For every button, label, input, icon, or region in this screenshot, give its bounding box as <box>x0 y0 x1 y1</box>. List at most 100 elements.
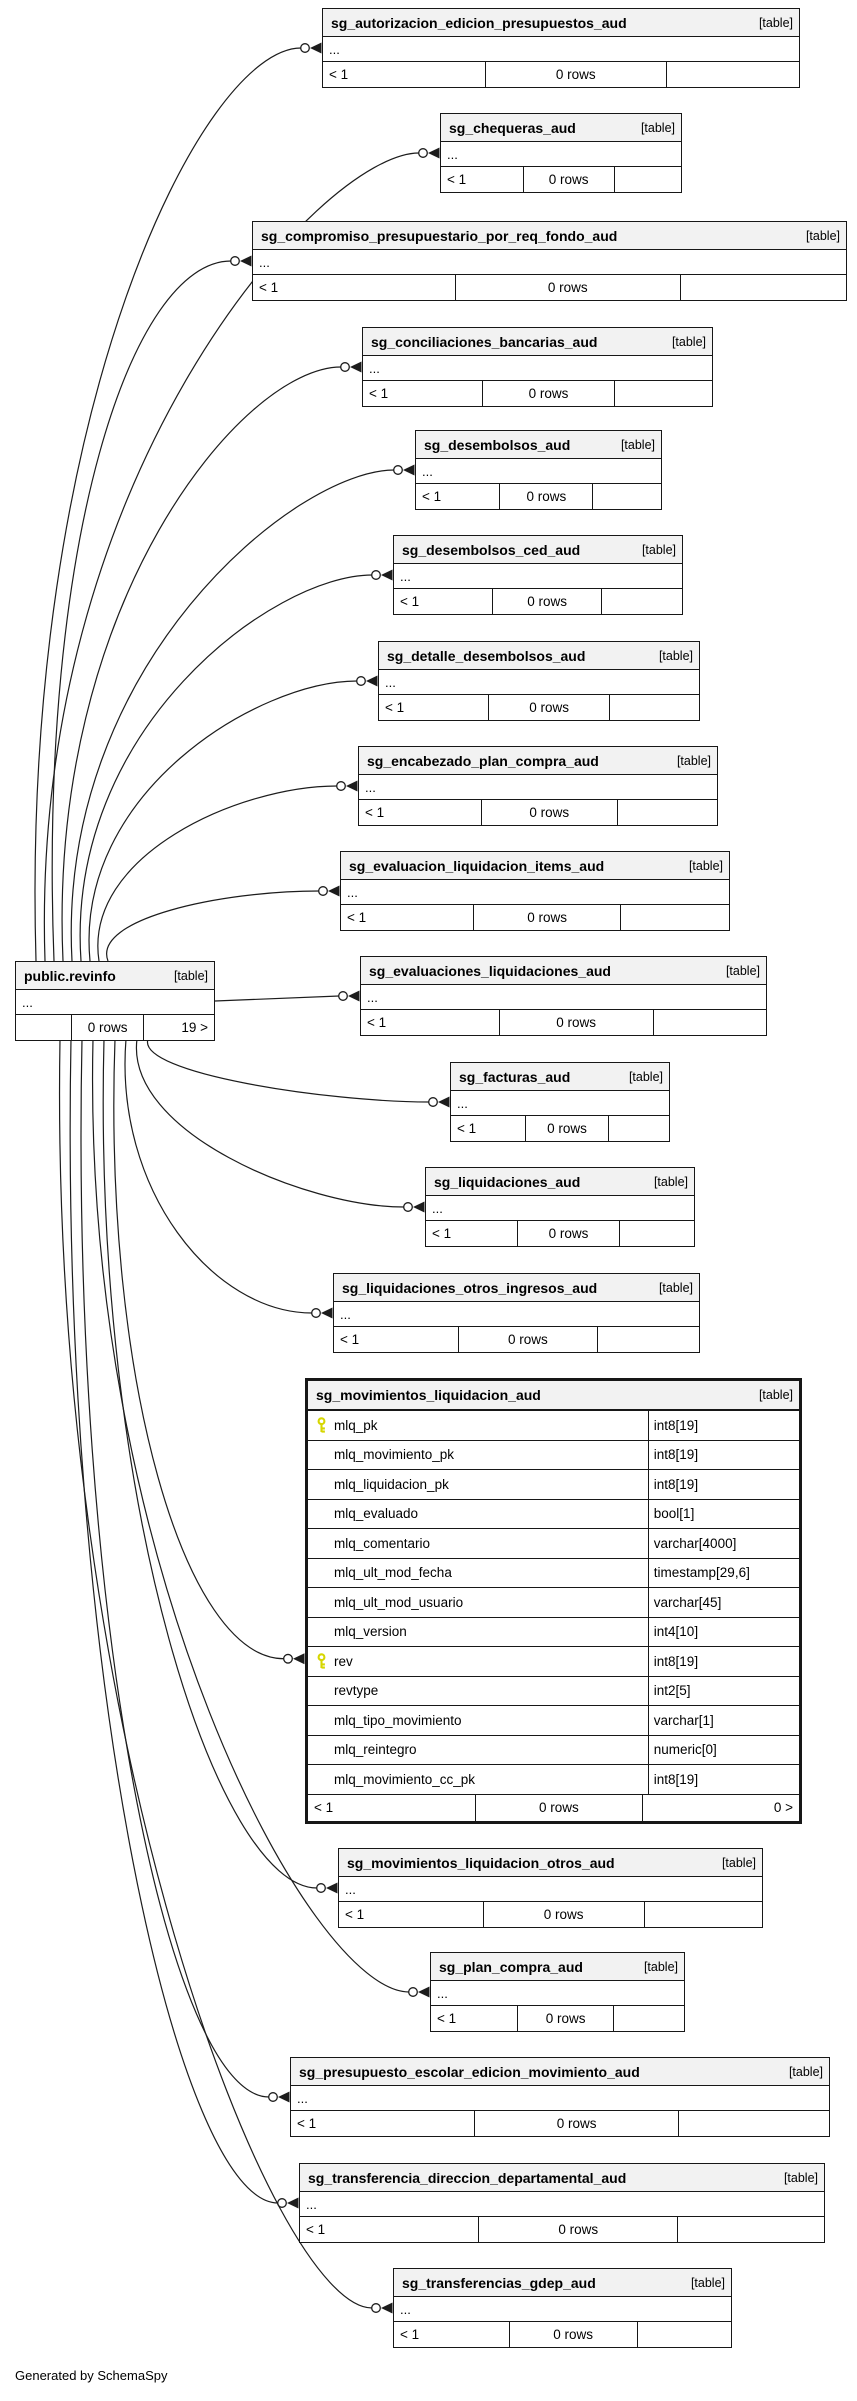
table-sg-movimientos-liquidacion-otros-aud: sg_movimientos_liquidacion_otros_aud[tab… <box>338 1848 763 1928</box>
column-name: rev <box>334 1653 353 1669</box>
column-name: mlq_ult_mod_usuario <box>334 1594 464 1610</box>
zero-or-one-connector <box>230 256 240 266</box>
table-type-badge: [table] <box>640 120 675 135</box>
children-count-cell <box>614 381 712 406</box>
table-name-link-sg-presupuesto-escolar-edicion-movimiento-aud[interactable]: sg_presupuesto_escolar_edicion_movimient… <box>299 2063 640 2080</box>
collapsed-columns-row: ... <box>394 2297 731 2322</box>
relationship-edge <box>34 47 302 962</box>
primary-key-cell <box>308 1653 334 1669</box>
crows-foot-connector <box>346 780 358 792</box>
table-name-link-sg-liquidaciones-aud[interactable]: sg_liquidaciones_aud <box>434 1173 581 1190</box>
collapsed-columns-row: ... <box>426 1196 694 1221</box>
table-name-link-sg-transferencias-gdep-aud[interactable]: sg_transferencias_gdep_aud <box>402 2274 596 2291</box>
table-name-link-sg-movimientos-liquidacion-aud[interactable]: sg_movimientos_liquidacion_aud <box>316 1387 541 1403</box>
table-name-link-sg-plan-compra-aud[interactable]: sg_plan_compra_aud <box>439 1958 583 1975</box>
children-count-cell <box>652 1010 766 1035</box>
relationship-edge <box>102 1038 318 1889</box>
table-name-link-sg-detalle-desembolsos-aud[interactable]: sg_detalle_desembolsos_aud <box>387 647 586 664</box>
children-count-cell <box>596 1327 699 1352</box>
table-stats-row: < 1 0 rows <box>416 484 661 509</box>
table-header: sg_detalle_desembolsos_aud[table] <box>379 642 699 670</box>
fk-count-cell: < 1 <box>437 2011 457 2026</box>
table-type-badge: [table] <box>758 1388 793 1402</box>
table-name-link-sg-encabezado-plan-compra-aud[interactable]: sg_encabezado_plan_compra_aud <box>367 752 599 769</box>
table-name-link-sg-evaluaciones-liquidaciones-aud[interactable]: sg_evaluaciones_liquidaciones_aud <box>369 962 611 979</box>
fk-count-cell: < 1 <box>422 489 442 504</box>
table-name-link-sg-chequeras-aud[interactable]: sg_chequeras_aud <box>449 119 576 136</box>
zero-or-one-connector <box>418 148 428 158</box>
column-name: mlq_movimiento_cc_pk <box>334 1771 476 1787</box>
row-count-cell: 0 rows <box>482 1902 644 1927</box>
table-type-badge: [table] <box>641 542 676 557</box>
zero-or-one-connector <box>316 1883 326 1893</box>
children-count-cell <box>665 62 799 87</box>
table-name-link-sg-evaluacion-liquidacion-items-aud[interactable]: sg_evaluacion_liquidacion_items_aud <box>349 857 605 874</box>
table-header: public.revinfo[table] <box>16 962 214 990</box>
table-sg-autorizacion-edicion-presupuestos-aud: sg_autorizacion_edicion_presupuestos_aud… <box>322 8 800 88</box>
row-count-cell: 0 rows <box>474 1794 642 1821</box>
crows-foot-connector <box>293 1653 305 1665</box>
row-count-cell: 0 rows <box>498 1010 653 1035</box>
zero-or-one-connector <box>403 1202 413 1212</box>
table-header: sg_desembolsos_aud[table] <box>416 431 661 459</box>
table-header: sg_plan_compra_aud[table] <box>431 1953 684 1981</box>
table-name-link-sg-transferencia-direccion-departamental-aud[interactable]: sg_transferencia_direccion_departamental… <box>308 2169 627 2186</box>
table-name-link-sg-conciliaciones-bancarias-aud[interactable]: sg_conciliaciones_bancarias_aud <box>371 333 598 350</box>
collapsed-columns-row: ... <box>341 880 729 905</box>
children-count-cell <box>679 275 846 300</box>
collapsed-columns-row: ... <box>291 2086 829 2111</box>
table-name-link-sg-compromiso-presupuestario-por-req-fondo-aud[interactable]: sg_compromiso_presupuestario_por_req_fon… <box>261 227 618 244</box>
row-count-cell: 0 rows <box>487 695 610 720</box>
crows-foot-connector <box>278 2091 290 2103</box>
column-type: int8[19] <box>647 1411 799 1440</box>
children-count-cell <box>678 2111 829 2136</box>
relationship-edge <box>214 995 340 1002</box>
table-type-badge: [table] <box>783 2170 818 2185</box>
table-type-badge: [table] <box>788 2064 823 2079</box>
collapsed-columns-row: ... <box>431 1981 684 2006</box>
table-name-link-sg-liquidaciones-otros-ingresos-aud[interactable]: sg_liquidaciones_otros_ingresos_aud <box>342 1279 598 1296</box>
table-name-link-sg-facturas-aud[interactable]: sg_facturas_aud <box>459 1068 571 1085</box>
column-name: mlq_evaluado <box>334 1506 419 1522</box>
table-header: sg_presupuesto_escolar_edicion_movimient… <box>291 2058 829 2086</box>
row-count-cell: 0 rows <box>458 1327 597 1352</box>
relationship-edge <box>58 1038 373 2309</box>
children-count-cell <box>620 905 729 930</box>
column-name: mlq_tipo_movimiento <box>334 1712 462 1728</box>
zero-or-one-connector <box>311 1308 321 1318</box>
collapsed-columns-row: ... <box>441 142 681 167</box>
column-row-mlq-movimiento-cc-pk: mlq_movimiento_cc_pk int8[19] <box>308 1765 799 1795</box>
table-name-link-sg-autorizacion-edicion-presupuestos-aud[interactable]: sg_autorizacion_edicion_presupuestos_aud <box>331 14 627 31</box>
column-name: mlq_comentario <box>334 1535 431 1551</box>
column-type: int8[19] <box>647 1765 799 1794</box>
row-count-cell: 0 rows <box>499 484 592 509</box>
table-header: sg_chequeras_aud [table] <box>441 114 681 142</box>
fk-count-cell: < 1 <box>369 386 389 401</box>
fk-count-cell: < 1 <box>447 172 467 187</box>
table-name-link-sg-desembolsos-aud[interactable]: sg_desembolsos_aud <box>424 436 571 453</box>
relationship-edge <box>136 1038 405 1208</box>
table-header: sg_movimientos_liquidacion_aud [table] <box>308 1381 799 1411</box>
zero-or-one-connector <box>336 781 346 791</box>
collapsed-columns-row: ... <box>416 459 661 484</box>
table-name-link-sg-movimientos-liquidacion-otros-aud[interactable]: sg_movimientos_liquidacion_otros_aud <box>347 1854 615 1871</box>
table-name-link-sg-desembolsos-ced-aud[interactable]: sg_desembolsos_ced_aud <box>402 541 581 558</box>
table-name-link-public-revinfo[interactable]: public.revinfo <box>24 967 116 984</box>
zero-or-one-connector <box>283 1653 293 1664</box>
crows-foot-connector <box>350 361 362 373</box>
crows-foot-connector <box>418 1986 430 1998</box>
